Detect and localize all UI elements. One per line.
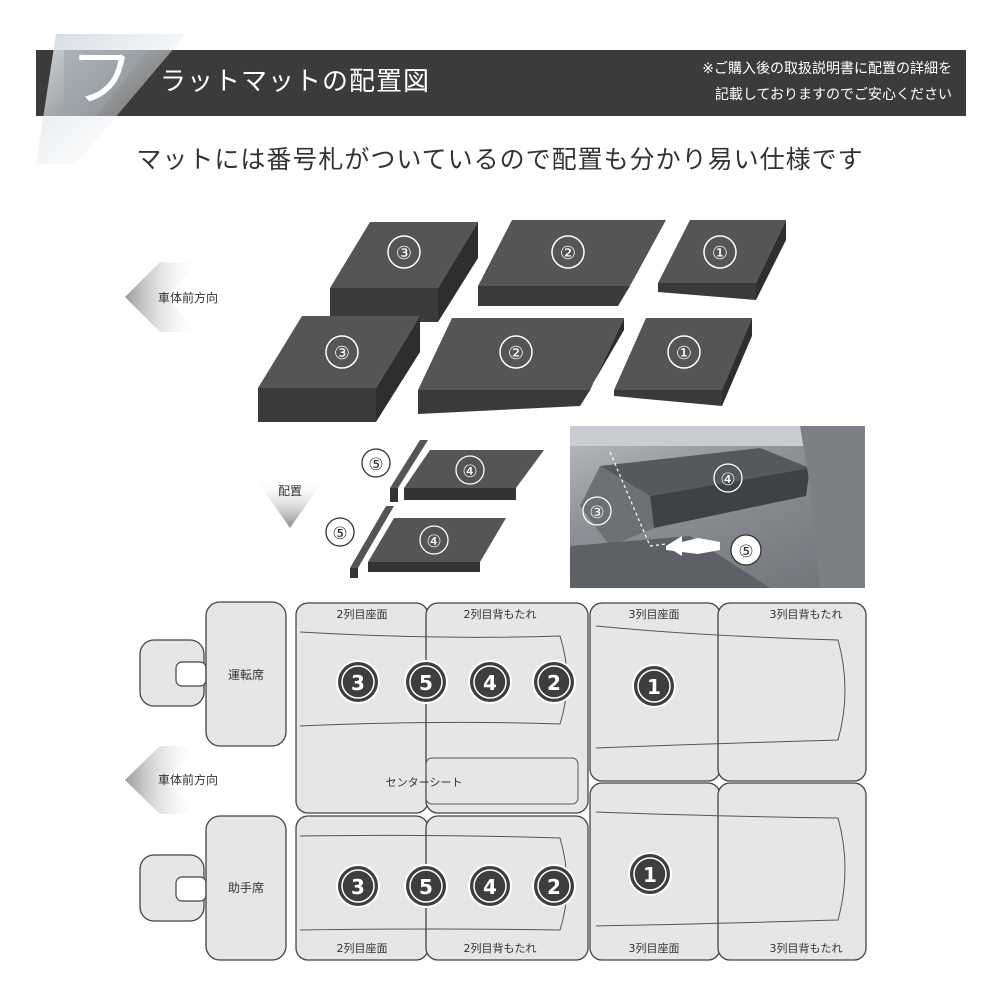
placement-arrow: 配置 xyxy=(255,478,325,528)
banner-letter: フ xyxy=(70,42,134,116)
svg-text:1: 1 xyxy=(643,863,657,887)
seat-label: 2列目背もたれ xyxy=(464,941,537,955)
direction-arrow-bottom: 車体前方向 xyxy=(125,746,218,814)
badge-5-upper: 5 xyxy=(404,660,448,704)
badge-4-lower: 4 xyxy=(468,864,512,908)
mat-number: ⑤ xyxy=(332,524,347,544)
second-row-upper: 2列目座面 2列目背もたれ センターシート xyxy=(295,602,589,814)
seat-label: 3列目背もたれ xyxy=(770,607,843,621)
seat-label: 2列目座面 xyxy=(337,607,388,621)
direction-label-bottom: 車体前方向 xyxy=(158,772,218,787)
mat-5-upper: ⑤ xyxy=(361,440,428,502)
driver-seat: 運転席 xyxy=(139,601,287,747)
mat-3-second: ③ xyxy=(258,316,420,422)
header-banner xyxy=(36,50,966,116)
svg-text:5: 5 xyxy=(419,671,433,695)
svg-text:⑤: ⑤ xyxy=(738,542,753,562)
page-title: ラットマットの配置図 xyxy=(160,67,431,97)
svg-text:5: 5 xyxy=(419,875,433,899)
seat-label: 2列目座面 xyxy=(337,941,388,955)
svg-text:4: 4 xyxy=(483,671,497,695)
mat-number: ⑤ xyxy=(368,455,383,475)
subtitle: マットには番号札がついているので配置も分かり易い仕様です xyxy=(136,145,864,174)
mat-1-second: ① xyxy=(614,318,752,406)
badge-3-lower: 3 xyxy=(336,864,380,908)
mat-4-upper: ④ xyxy=(404,450,544,500)
mat-number: ④ xyxy=(426,532,441,552)
badge-2-upper: 2 xyxy=(532,660,576,704)
badges-upper: 3 5 4 2 1 xyxy=(336,660,676,708)
photo-label-4: ④ xyxy=(713,463,743,493)
badge-2-lower: 2 xyxy=(532,864,576,908)
svg-text:1: 1 xyxy=(647,675,661,699)
photo-label-5: ⑤ xyxy=(730,534,762,566)
svg-text:2: 2 xyxy=(547,671,561,695)
passenger-seat: 助手席 xyxy=(139,815,287,961)
mat-5-lower: ⑤ xyxy=(325,506,394,578)
badge-3-upper: 3 xyxy=(336,660,380,704)
mat-2-top: ② xyxy=(478,220,666,306)
svg-text:3: 3 xyxy=(351,671,365,695)
svg-text:④: ④ xyxy=(720,470,735,490)
badges-lower: 3 5 4 2 1 xyxy=(336,852,672,908)
center-seat-label: センターシート xyxy=(386,776,463,789)
header-note-line1: ※ご購入後の取扱説明書に配置の詳細を xyxy=(702,61,952,77)
third-row-upper: 3列目座面 3列目背もたれ xyxy=(589,602,867,782)
seat-label: 3列目座面 xyxy=(629,941,680,955)
mat-2-second: ② xyxy=(418,318,624,414)
mat-4-lower: ④ xyxy=(368,518,506,572)
mat-number: ④ xyxy=(462,462,477,482)
direction-arrow-top: 車体前方向 xyxy=(125,262,218,332)
seat-label: 3列目背もたれ xyxy=(770,941,843,955)
header-note-line2: 記載しておりますのでご安心ください xyxy=(714,87,952,103)
seat-label: 2列目背もたれ xyxy=(464,607,537,621)
passenger-label: 助手席 xyxy=(228,880,264,895)
mat-number: ③ xyxy=(334,343,350,364)
photo-label-3: ③ xyxy=(582,496,612,526)
svg-text:3: 3 xyxy=(351,875,365,899)
mat-number: ① xyxy=(676,343,692,364)
svg-text:③: ③ xyxy=(589,503,604,523)
mat-number: ① xyxy=(712,243,728,264)
mat-number: ② xyxy=(508,343,524,364)
placement-label: 配置 xyxy=(278,484,302,498)
driver-label: 運転席 xyxy=(228,667,264,682)
direction-label-top: 車体前方向 xyxy=(158,290,218,305)
svg-text:2: 2 xyxy=(547,875,561,899)
badge-1-lower: 1 xyxy=(628,852,672,896)
banner-accent-shape xyxy=(36,34,186,164)
seat-label: 3列目座面 xyxy=(629,607,680,621)
svg-text:4: 4 xyxy=(483,875,497,899)
badge-5-lower: 5 xyxy=(404,864,448,908)
installation-photo: ③ ④ ⑤ xyxy=(570,426,865,588)
mat-number: ③ xyxy=(396,243,412,264)
badge-4-upper: 4 xyxy=(468,660,512,704)
mat-3-top: ③ xyxy=(330,222,478,322)
header-note: ※ご購入後の取扱説明書に配置の詳細を 記載しておりますのでご安心ください xyxy=(612,56,952,108)
mat-number: ② xyxy=(560,243,576,264)
mat-1-top: ① xyxy=(658,220,786,300)
badge-1-upper: 1 xyxy=(632,664,676,708)
